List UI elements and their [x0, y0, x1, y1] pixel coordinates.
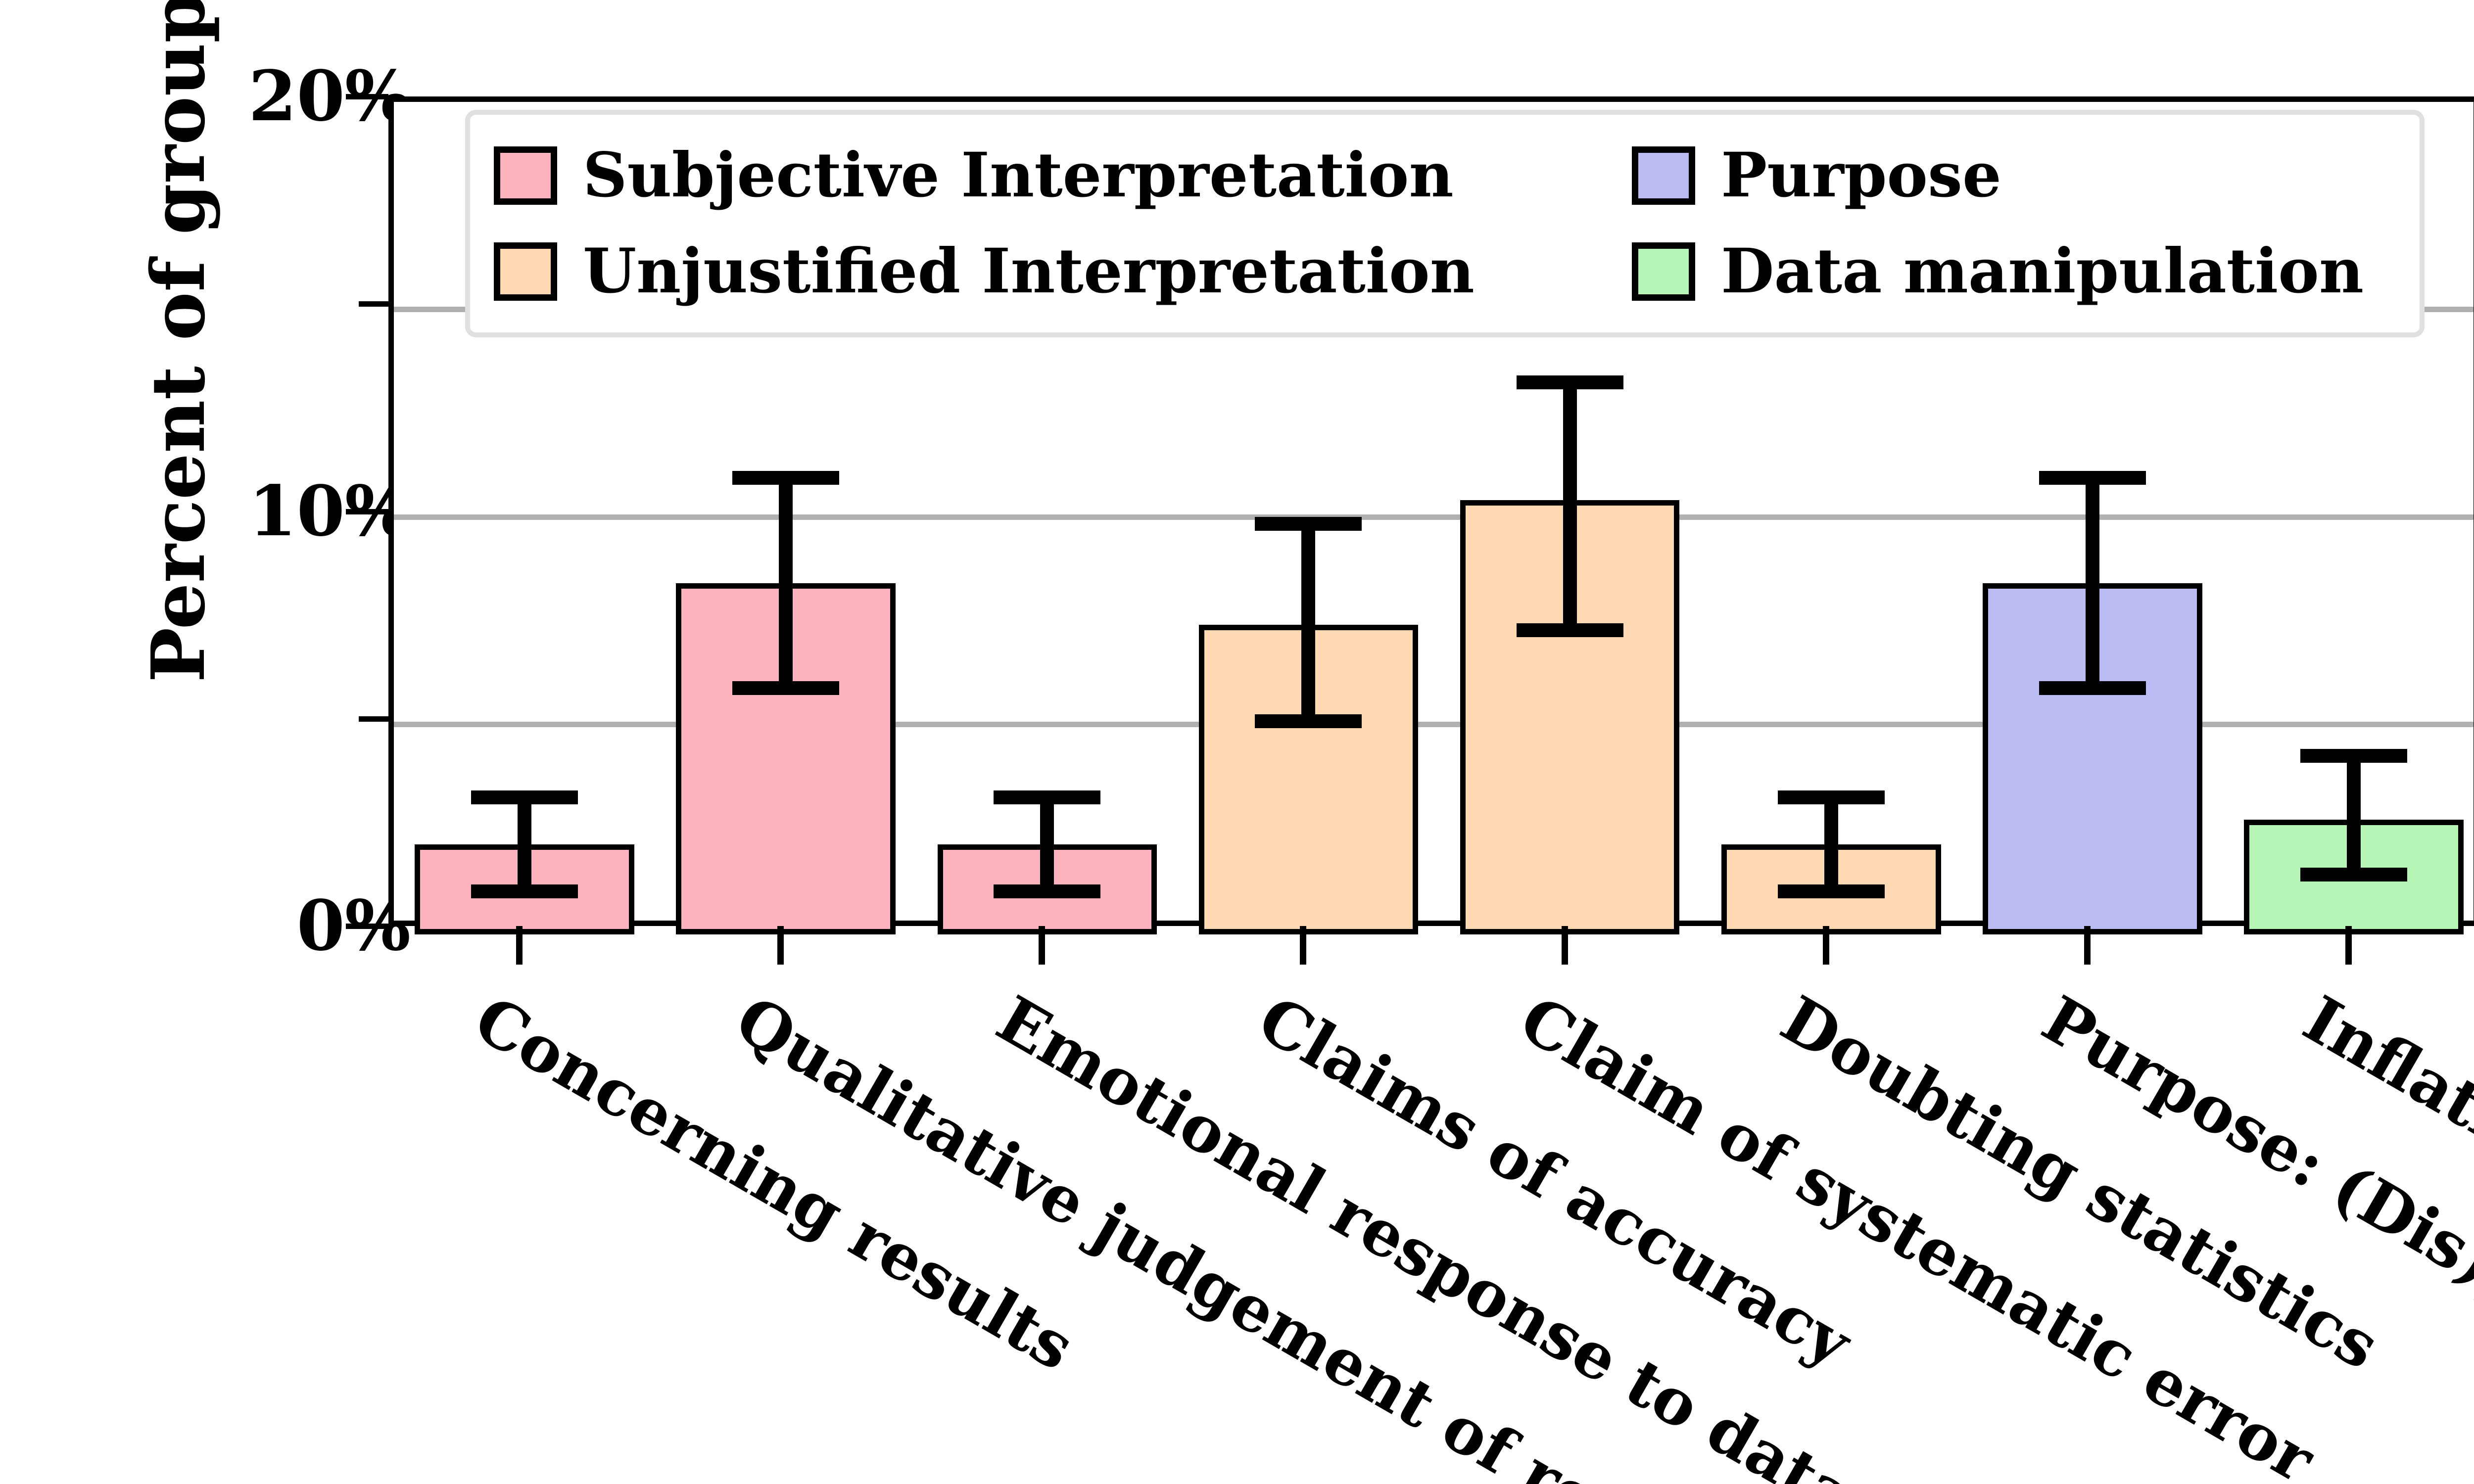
error-bar-cap-top — [732, 471, 840, 485]
error-bar-cap-top — [2300, 749, 2407, 763]
error-bar-cap-bottom — [2300, 868, 2407, 882]
legend-label: Unjustified Interpretation — [583, 235, 1475, 307]
y-tick-label: 0% — [296, 885, 411, 967]
y-tick-label: 20% — [248, 56, 411, 137]
error-bar — [465, 790, 584, 898]
error-bar-cap-bottom — [471, 884, 578, 898]
legend-swatch — [494, 242, 557, 301]
error-bar-stem — [2085, 471, 2099, 696]
error-bar-cap-top — [994, 790, 1101, 804]
y-tick-mark — [359, 716, 388, 722]
error-bar-cap-bottom — [2039, 681, 2146, 696]
y-tick-mark — [346, 924, 388, 929]
error-bar-cap-bottom — [732, 681, 840, 696]
error-bar-stem — [1040, 790, 1054, 898]
legend-swatch — [1632, 242, 1695, 301]
y-tick-label: 10% — [248, 470, 411, 552]
legend-swatch — [494, 146, 557, 205]
error-bar-stem — [1301, 516, 1316, 729]
legend-label: Data manipulation — [1721, 235, 2364, 307]
error-bar-cap-top — [1777, 790, 1885, 804]
error-bar-cap-bottom — [1777, 884, 1885, 898]
error-bar-cap-top — [2039, 471, 2146, 485]
error-bar-cap-top — [1255, 516, 1362, 531]
x-tick-mark — [1039, 926, 1046, 965]
y-tick-mark — [346, 509, 388, 514]
error-bar-stem — [518, 790, 532, 898]
error-bar — [2294, 749, 2413, 882]
error-bar-cap-bottom — [1255, 714, 1362, 729]
error-bar-cap-bottom — [994, 884, 1101, 898]
legend-item[interactable]: Purpose — [1632, 145, 2424, 206]
error-bar-stem — [2346, 749, 2361, 882]
legend-label: Subjective Interpretation — [583, 139, 1454, 211]
x-tick-mark — [1561, 926, 1568, 965]
error-bar-stem — [779, 471, 793, 696]
error-bar — [726, 471, 845, 696]
legend-item[interactable]: Unjustified Interpretation — [494, 241, 1632, 302]
x-tick-mark — [2084, 926, 2091, 965]
x-tick-mark — [1300, 926, 1307, 965]
error-bar — [988, 790, 1106, 898]
gridline — [394, 721, 2474, 727]
x-tick-mark — [1822, 926, 1829, 965]
error-bar — [1249, 516, 1368, 729]
error-bar-cap-top — [471, 790, 578, 804]
x-tick-mark — [516, 926, 523, 965]
legend-item[interactable]: Data manipulation — [1632, 241, 2424, 302]
error-bar-cap-bottom — [1516, 623, 1623, 637]
error-bar — [1772, 790, 1891, 898]
legend-swatch — [1632, 146, 1695, 205]
error-bar — [2033, 471, 2152, 696]
error-bar — [1511, 375, 1629, 637]
error-bar-stem — [1824, 790, 1838, 898]
error-bar-cap-top — [1516, 375, 1623, 390]
gridline — [394, 514, 2474, 520]
error-bar-stem — [1563, 375, 1577, 637]
x-tick-mark — [777, 926, 784, 965]
x-tick-mark — [2345, 926, 2352, 965]
legend-label: Purpose — [1721, 139, 2001, 211]
legend-item[interactable]: Subjective Interpretation — [494, 145, 1632, 206]
y-tick-mark — [346, 94, 388, 99]
y-tick-mark — [359, 301, 388, 307]
